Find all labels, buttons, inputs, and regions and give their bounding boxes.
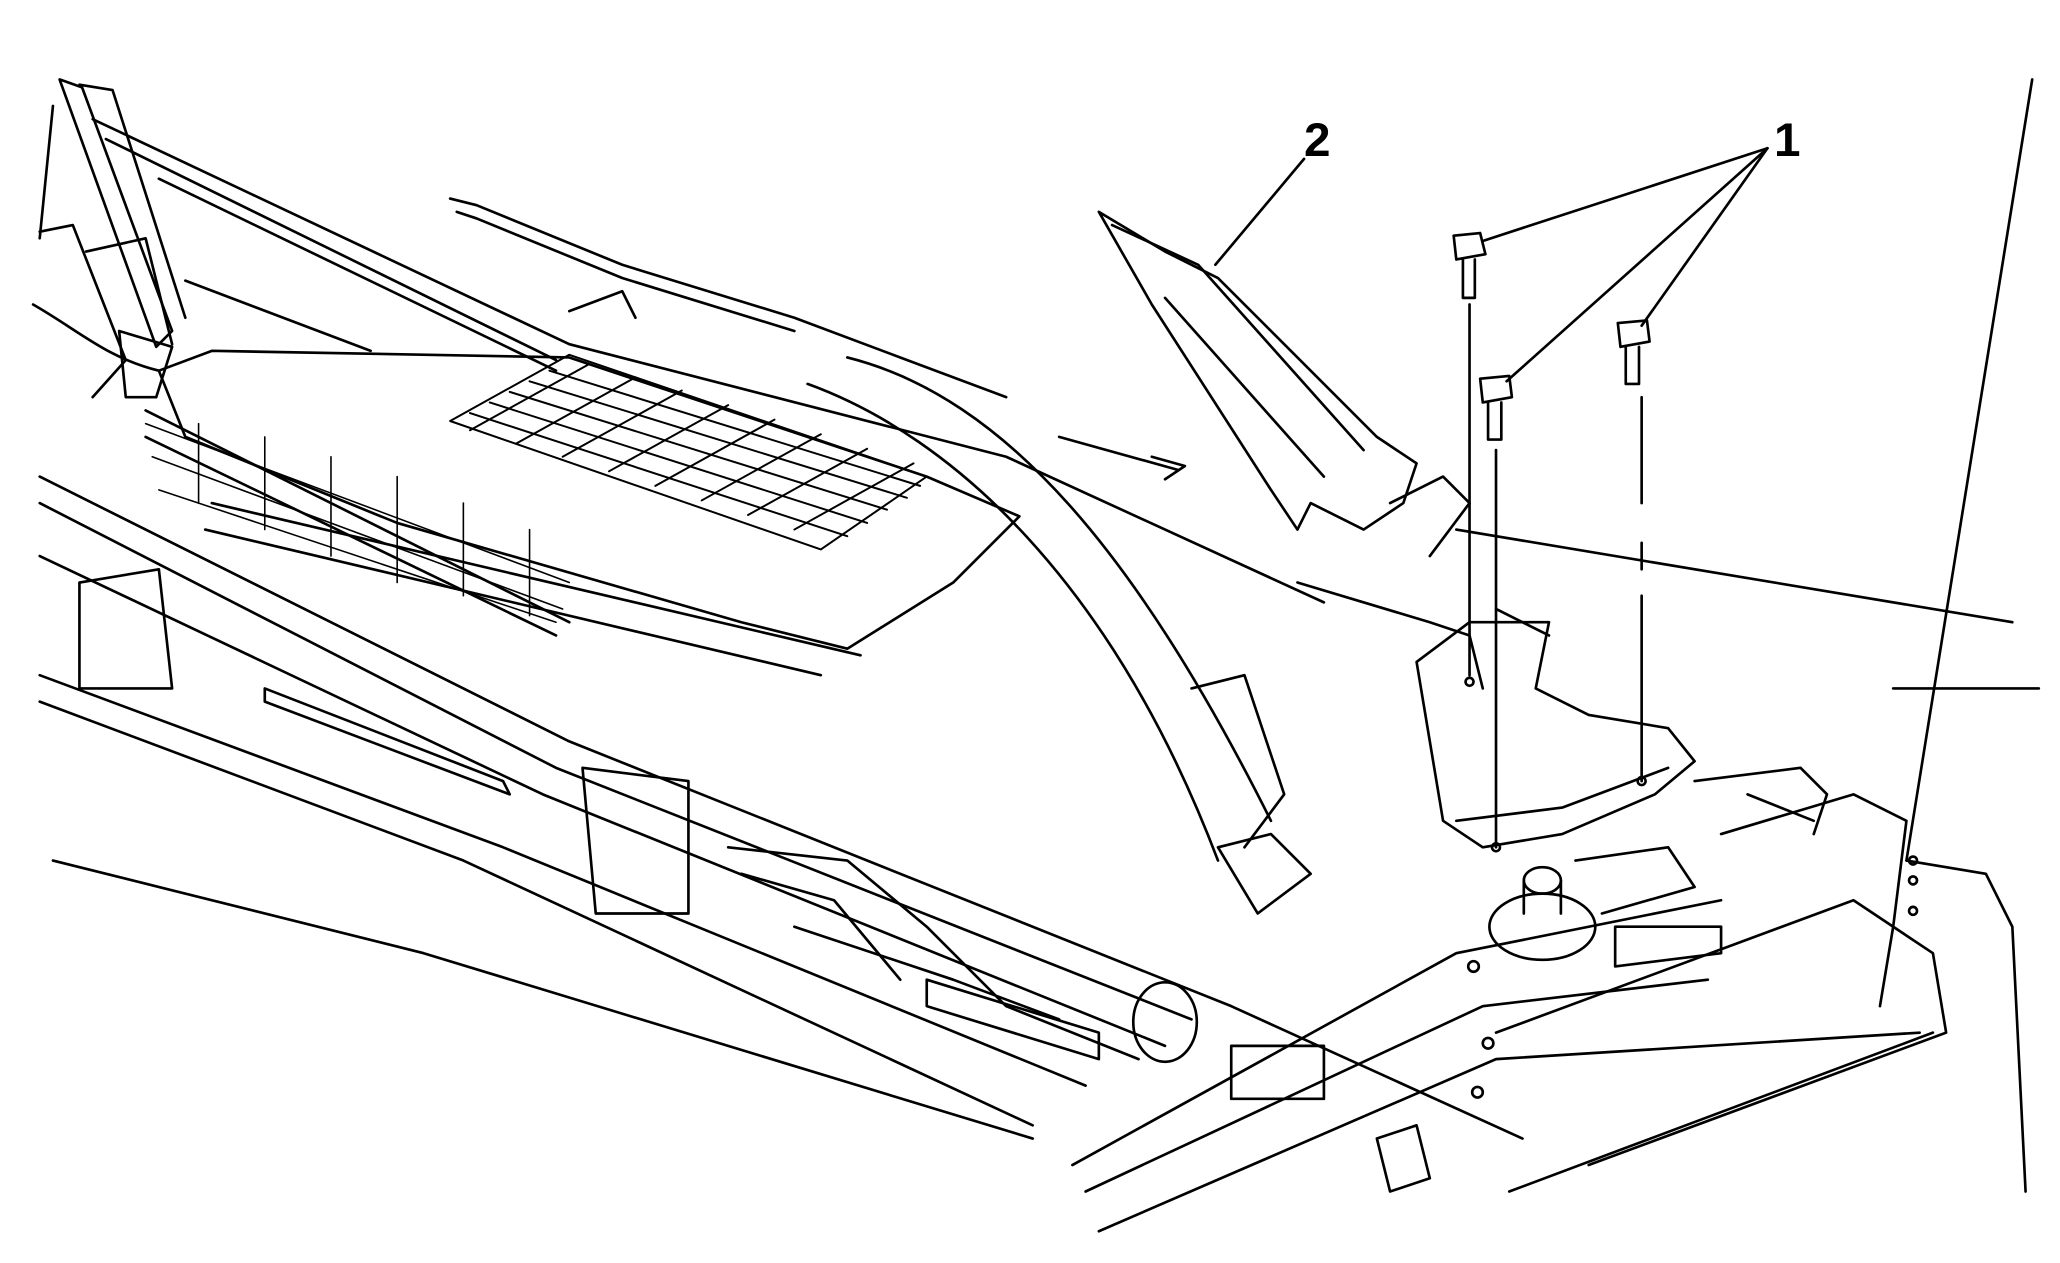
fender	[1494, 78, 2034, 1193]
lower-mesh	[144, 422, 571, 624]
front-structure	[1071, 855, 1921, 1233]
mounting-plate	[1415, 607, 1696, 849]
cowl-bracket	[1097, 210, 1485, 690]
cowl-grille-mesh	[449, 353, 928, 551]
a-pillar	[31, 78, 187, 399]
wiper-motor-area	[726, 845, 1326, 1101]
cowl-grille-panel	[144, 349, 1021, 677]
cowl-upper-edge	[91, 117, 2041, 690]
washer-hose	[448, 197, 1187, 481]
bolt-1	[1452, 231, 1487, 688]
callout-1: 1	[1774, 114, 1801, 167]
bolt-3	[1616, 319, 1651, 787]
lower-cowl	[38, 475, 1524, 1140]
callout-leader-lines	[1214, 146, 1769, 383]
wiper-arm-body	[806, 356, 1312, 915]
bolt-2	[1478, 374, 1514, 853]
callout-2: 2	[1304, 114, 1331, 167]
